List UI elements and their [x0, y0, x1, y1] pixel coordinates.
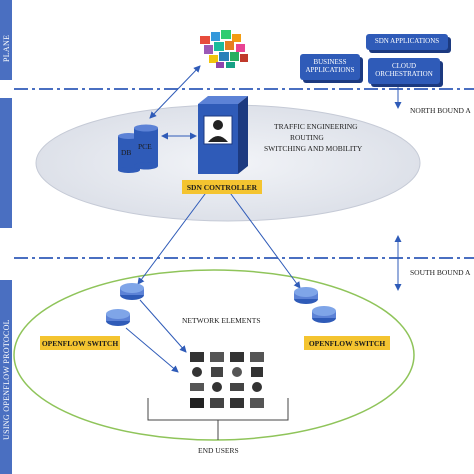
controller-to-right-switch-arrow — [227, 189, 301, 289]
left-switch-to-users-arrow-2 — [125, 327, 179, 373]
north-bound-label: NORTH BOUND A — [410, 106, 471, 115]
end-users-label: END USERS — [198, 446, 239, 455]
network-elements-label: NETWORK ELEMENTS — [182, 316, 261, 325]
end-user-devices-grid — [188, 350, 274, 412]
pce-label: PCE — [138, 142, 152, 151]
sdn-applications-box: SDN APPLICATIONS — [366, 34, 448, 50]
router-icon-left-2 — [106, 309, 130, 326]
db-label: DB — [121, 148, 132, 157]
function-routing: ROUTING — [290, 133, 324, 142]
sidebar-strip-bottom — [0, 280, 12, 474]
left-switch-to-users-arrow-1 — [139, 299, 187, 353]
router-icon-right-2 — [312, 306, 336, 323]
router-icon-left-1 — [120, 283, 144, 300]
openflow-switch-left-label: OPENFLOW SWITCH — [40, 336, 120, 350]
controller-cube-icon — [198, 96, 248, 174]
business-applications-box: BUSINESS APPLICATIONS — [300, 54, 360, 80]
cloud-orchestration-box: CLOUD ORCHESTRATION — [368, 58, 440, 84]
south-bound-label: SOUTH BOUND A — [410, 268, 471, 277]
app-to-pce-arrow — [149, 65, 201, 119]
sdn-controller-label: SDN CONTROLLER — [182, 180, 262, 194]
sidebar-strip-top — [0, 0, 12, 80]
function-traffic-engineering: TRAFFIC ENGINEERING — [274, 122, 358, 131]
end-users-bracket — [147, 398, 289, 440]
controller-to-left-switch-arrow — [137, 189, 209, 285]
openflow-switch-right-label: OPENFLOW SWITCH — [304, 336, 390, 350]
router-icon-right-1 — [294, 287, 318, 304]
sidebar-strip-middle — [0, 98, 12, 228]
app-cloud-icon — [200, 30, 248, 68]
function-switching-mobility: SWITCHING AND MOBILITY — [264, 144, 363, 153]
pce-cylinder-icon — [134, 124, 158, 170]
